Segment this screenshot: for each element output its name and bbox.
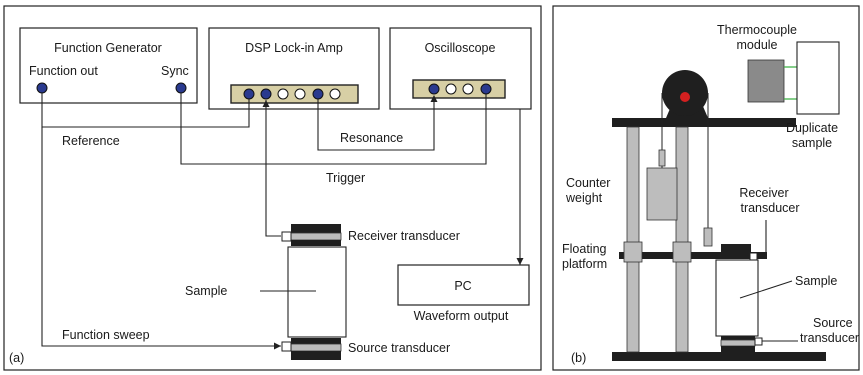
sample-b-leader [739, 280, 793, 299]
transducer-stack-a: Receiver transducer Sample Source transd… [185, 224, 460, 360]
panel-a-frame [3, 5, 542, 371]
top-plate [612, 118, 796, 127]
panel-a-label: (a) [9, 351, 24, 365]
function-sweep-arrow [274, 342, 281, 350]
receiver-transducer-b-label-1: Receiver [739, 186, 788, 200]
floating-platform-plate [619, 252, 767, 259]
thermocouple-box [747, 59, 785, 103]
lockin-port-1 [243, 88, 255, 100]
source-connector [281, 341, 292, 352]
duplicate-sample-label-2: sample [792, 136, 832, 150]
osc-port-3 [462, 83, 474, 95]
trigger-wire [180, 93, 487, 165]
floating-platform-label-1: Floating [562, 242, 607, 256]
lockin-amp: DSP Lock-in Amp [208, 27, 380, 110]
lockin-port-6 [329, 88, 341, 100]
sample-label: Sample [185, 284, 227, 298]
function-out-label: Function out [29, 64, 98, 78]
lockin-port-2 [260, 88, 272, 100]
thermocouple-module [747, 59, 808, 103]
source-transducer-b [720, 336, 798, 352]
oscilloscope-title: Oscilloscope [425, 41, 496, 55]
osc-port-1 [428, 83, 440, 95]
thermocouple-label-1: Thermocouple [717, 23, 797, 37]
duplicate-sample-label-1: Duplicate [786, 121, 838, 135]
source-transducer-b-label-1: Source [813, 316, 853, 330]
reference-wire [41, 93, 250, 128]
function-out-port [36, 82, 48, 94]
lockin-amp-title: DSP Lock-in Amp [245, 41, 343, 55]
source-transducer-b-label-2: transducer [800, 331, 859, 345]
counter-weight-label-1: Counter [566, 176, 610, 190]
pc-title: PC [454, 279, 471, 293]
sample-b-block [715, 259, 759, 337]
trigger-label: Trigger [326, 171, 365, 185]
resonance-arrow [430, 95, 438, 102]
wiring [41, 93, 524, 350]
counter-weight-stem [658, 149, 666, 167]
source-transducer-b-bottom [721, 346, 755, 352]
receiver-transducer-b-body [721, 244, 751, 254]
lockin-port-4 [294, 88, 306, 100]
lockin-port-5 [312, 88, 324, 100]
column-right [675, 126, 689, 353]
function-generator-title: Function Generator [54, 41, 162, 55]
receiver-signal-arrow [262, 100, 270, 107]
oscilloscope: Oscilloscope [389, 27, 532, 110]
sample-block [287, 246, 347, 338]
source-transducer-body [290, 343, 342, 352]
function-sweep-wire [41, 127, 281, 347]
pc-box [397, 264, 530, 306]
counter-weight [646, 149, 678, 221]
receiver-transducer-top [291, 224, 341, 233]
source-transducer-bottom [291, 351, 341, 360]
lockin-port-3 [277, 88, 289, 100]
sync-port [175, 82, 187, 94]
source-transducer-label: Source transducer [348, 341, 450, 355]
resonance-label: Resonance [340, 131, 403, 145]
receiver-transducer-body [290, 232, 342, 241]
base-plate [612, 352, 826, 361]
column-left [626, 126, 640, 353]
sample-b-label: Sample [795, 274, 837, 288]
osc-port-2 [445, 83, 457, 95]
function-sweep-label: Function sweep [62, 328, 150, 342]
osc-port-4 [480, 83, 492, 95]
receiver-transducer-label: Receiver transducer [348, 229, 460, 243]
receiver-transducer-b-connector [749, 252, 758, 261]
function-generator-box [19, 27, 198, 104]
receiver-signal-wire [265, 100, 281, 237]
receiver-transducer-b-label-2: transducer [740, 201, 799, 215]
counter-weight-body [646, 167, 678, 221]
resonance-wire [317, 98, 435, 151]
waveform-output-label: Waveform output [414, 309, 509, 323]
counter-weight-label-2: weight [565, 191, 603, 205]
source-transducer-top [291, 338, 341, 344]
source-transducer-b-connector [754, 337, 763, 346]
panel-b-label: (b) [571, 351, 586, 365]
receiver-transducer-b-wire [757, 220, 767, 257]
duplicate-sample-block [796, 41, 840, 115]
pulley [662, 70, 708, 118]
function-generator: Function Generator Function out Sync [19, 27, 198, 104]
receiver-connector [281, 231, 292, 242]
source-transducer-b-body [720, 339, 756, 347]
pc: PC Waveform output [397, 264, 530, 323]
receiver-transducer-bottom [291, 240, 341, 246]
sync-label: Sync [161, 64, 189, 78]
hanger-rod [703, 227, 713, 247]
pulley-axle [680, 92, 690, 102]
floating-platform [619, 241, 767, 263]
source-transducer-b-top [721, 336, 755, 340]
reference-label: Reference [62, 134, 120, 148]
thermocouple-label-2: module [737, 38, 778, 52]
floating-platform-label-2: platform [562, 257, 607, 271]
waveform-arrow [516, 258, 524, 265]
panel-b-frame [552, 5, 860, 371]
platform-collar-right [672, 241, 692, 263]
platform-collar-left [623, 241, 643, 263]
